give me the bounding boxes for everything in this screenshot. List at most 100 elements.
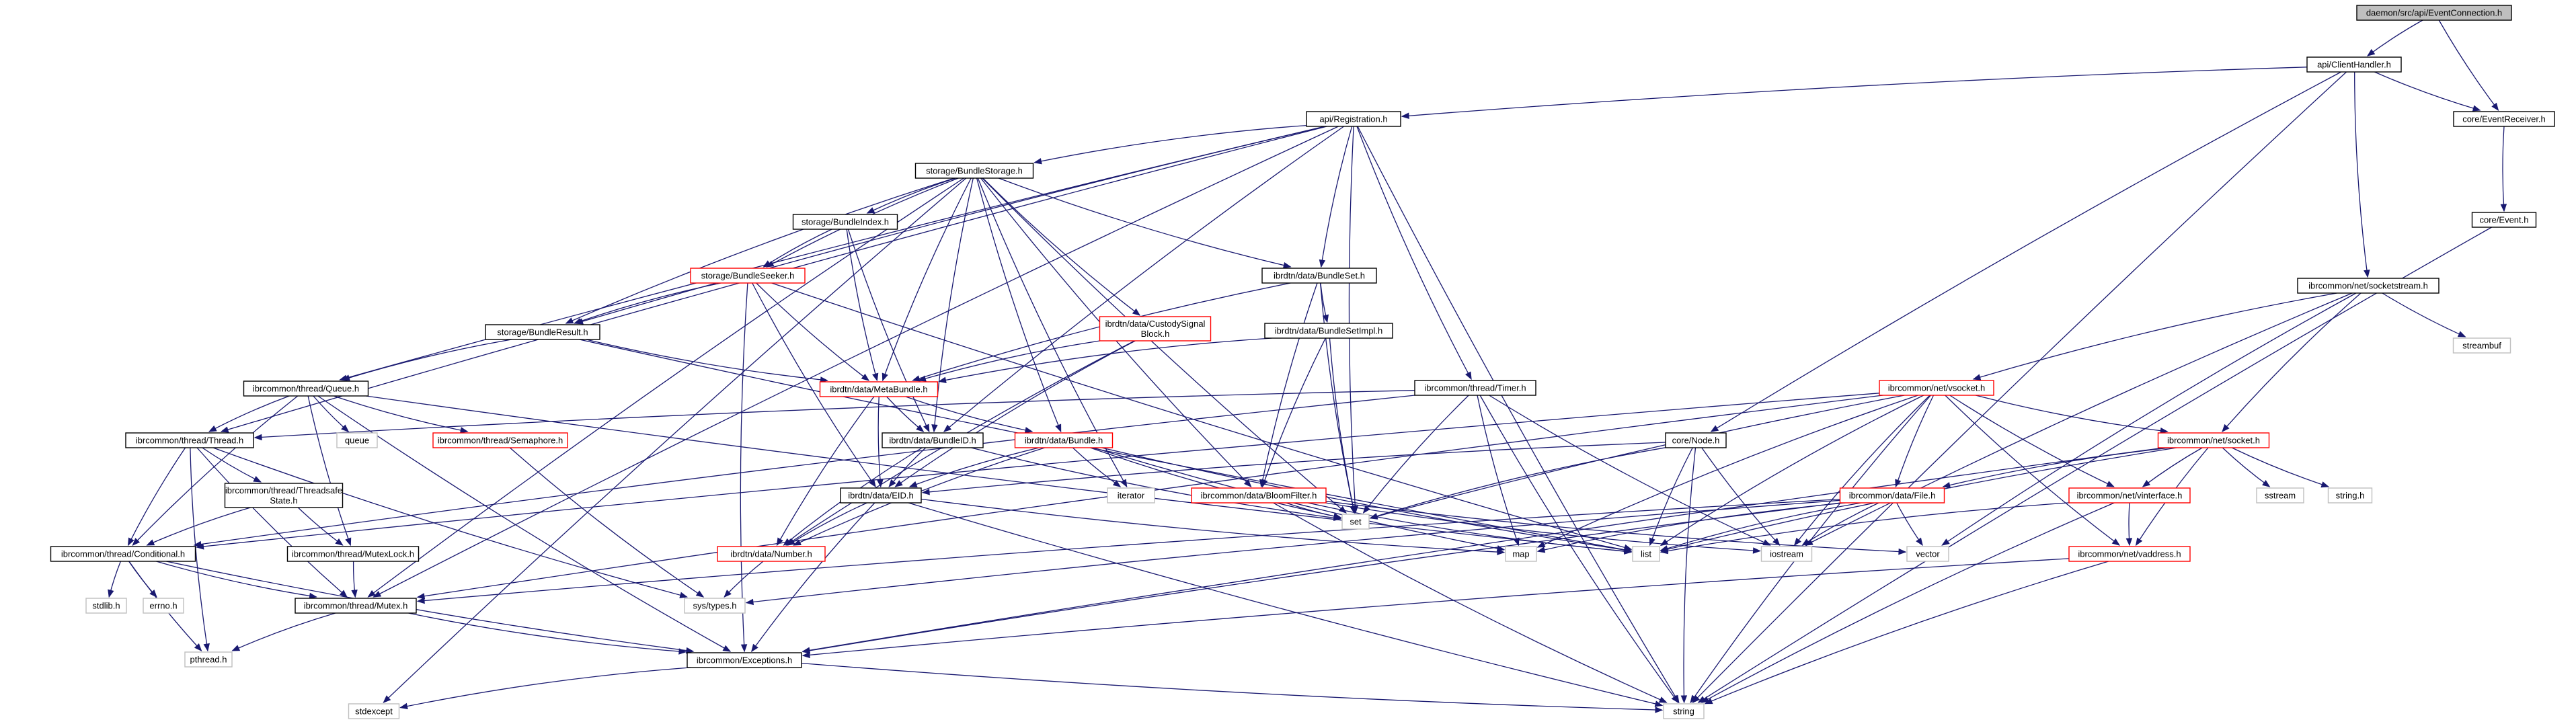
node-label: core/Event.h: [2480, 215, 2529, 225]
node-ibrcommon-net-vaddress-h[interactable]: ibrcommon/net/vaddress.h: [2068, 546, 2191, 562]
node-ibrcommon-net-socketstream-h[interactable]: ibrcommon/net/socketstream.h: [2297, 278, 2440, 294]
node-label: ibrdtn/data/EID.h: [848, 491, 914, 501]
node-ibrcommon-thread-timer-h[interactable]: ibrcommon/thread/Timer.h: [1414, 380, 1536, 396]
node-label: ibrcommon/net/vsocket.h: [1888, 383, 1986, 393]
node-api-clienthandler-h[interactable]: api/ClientHandler.h: [2306, 56, 2402, 73]
node-sstream: sstream: [2256, 487, 2304, 504]
edge-vsocket-to-conditional: [196, 393, 1880, 550]
edge-registration-to-timer: [1356, 126, 1472, 380]
node-box: [819, 381, 939, 397]
edge-bseeker-to-eid: [752, 282, 876, 488]
node-box: [224, 483, 344, 508]
node-streambuf: streambuf: [2452, 337, 2511, 354]
node-ibrcommon-thread-queue-h[interactable]: ibrcommon/thread/Queue.h: [243, 380, 369, 397]
node-box: [1264, 323, 1393, 339]
edge-timer-to-thread: [253, 390, 1415, 441]
edge-timer-to-conditional: [193, 395, 1415, 548]
node-ibrcommon-thread-mutex-h[interactable]: ibrcommon/thread/Mutex.h: [295, 598, 417, 614]
node-api-registration-h[interactable]: api/Registration.h: [1306, 111, 1401, 127]
node-ibrcommon-net-vinterface-h[interactable]: ibrcommon/net/vinterface.h: [2068, 487, 2191, 504]
node-box: [1107, 487, 1155, 504]
edge-registration-to-mutex: [373, 126, 1339, 598]
edge-registration-to-bundleid: [943, 126, 1344, 432]
edge-vsocket-to-set: [1369, 395, 1905, 520]
node-storage-bundleindex-h[interactable]: storage/BundleIndex.h: [792, 214, 898, 230]
node-label: ibrcommon/thread/Queue.h: [253, 384, 359, 394]
edge-bsetimpl-to-set: [1329, 337, 1356, 514]
node-label: api/Registration.h: [1319, 114, 1387, 124]
edge-thread-to-conditional: [127, 447, 186, 547]
node-errno-h: errno.h: [143, 598, 184, 614]
edge-vaddress-to-string: [1704, 561, 2109, 705]
node-ibrcommon-thread-mutexlock-h[interactable]: ibrcommon/thread/MutexLock.h: [286, 546, 420, 562]
node-daemon-src-api-eventconnection-h[interactable]: daemon/src/api/EventConnection.h: [2356, 5, 2512, 21]
node-ibrdtn-data-number-h[interactable]: ibrdtn/data/Number.h: [717, 546, 826, 562]
node-box: [792, 214, 898, 230]
edge-vsocket-to-vinterface: [1949, 395, 2115, 487]
edge-sockstream-to-iostream: [1805, 292, 2353, 546]
edge-vaddress-to-exceptions: [802, 558, 2070, 659]
node-label: ibrcommon/net/socketstream.h: [2308, 281, 2428, 291]
node-label: iostream: [1770, 549, 1803, 559]
node-ibrcommon-net-vsocket-h[interactable]: ibrcommon/net/vsocket.h: [1879, 380, 1994, 396]
edge-root-to-eventrecv: [2438, 19, 2499, 112]
node-ibrcommon-net-socket-h[interactable]: ibrcommon/net/socket.h: [2157, 432, 2270, 448]
node-ibrdtn-data-bundleset-h[interactable]: ibrdtn/data/BundleSet.h: [1261, 268, 1377, 284]
node-ibrdtn-data-bundlesetimpl-h[interactable]: ibrdtn/data/BundleSetImpl.h: [1264, 323, 1393, 339]
node-core-event-h[interactable]: core/Event.h: [2471, 212, 2537, 228]
node-storage-bundleresult-h[interactable]: storage/BundleResult.h: [485, 324, 600, 340]
node-box: [348, 703, 400, 719]
node-storage-bundleseeker-h[interactable]: storage/BundleSeeker.h: [690, 268, 806, 284]
edge-node-to-eid: [921, 442, 1666, 495]
node-box: [1505, 546, 1537, 562]
node-label: list: [1641, 549, 1651, 559]
node-ibrdtn-data-eid-h[interactable]: ibrdtn/data/EID.h: [840, 487, 922, 504]
edge-vsocket-to-iostream: [1793, 395, 1930, 547]
node-ibrdtn-data-bundle-h[interactable]: ibrdtn/data/Bundle.h: [1014, 432, 1114, 448]
node-box: [2356, 5, 2512, 21]
node-ibrcommon-thread-semaphore-h[interactable]: ibrcommon/thread/Semaphore.h: [432, 432, 568, 448]
edge-vsocket-to-string: [1690, 395, 1931, 704]
edge-conditional-to-exceptions: [166, 561, 695, 654]
node-box: [1414, 380, 1536, 396]
node-box: [485, 324, 600, 340]
edge-thread-to-tsstate: [202, 447, 262, 483]
edge-tsstate-to-conditional: [146, 507, 251, 546]
node-core-eventreceiver-h[interactable]: core/EventReceiver.h: [2453, 111, 2555, 127]
node-ibrcommon-exceptions-h[interactable]: ibrcommon/Exceptions.h: [687, 652, 802, 668]
edge-custody-to-eid: [894, 340, 1136, 487]
node-box: [2297, 278, 2440, 294]
nodes-layer: daemon/src/api/EventConnection.h api/Clie…: [50, 5, 2555, 719]
node-ibrcommon-thread-conditional-h[interactable]: ibrcommon/thread/Conditional.h: [50, 546, 196, 562]
edge-queue-to-mutexlock: [307, 395, 352, 547]
edge-queue-to-thread: [208, 395, 290, 432]
edge-event-to-string: [1697, 227, 2492, 703]
edge-bsetimpl-to-metabundle: [938, 337, 1272, 384]
node-ibrcommon-data-file-h[interactable]: ibrcommon/data/File.h: [1839, 487, 1945, 504]
edge-bloom-to-iostream: [1325, 502, 1761, 554]
node-box: [1014, 432, 1114, 448]
node-box: [85, 598, 127, 614]
edge-semaphore-to-systypes: [509, 447, 705, 598]
node-storage-bundlestorage-h[interactable]: storage/BundleStorage.h: [914, 163, 1034, 179]
node-box: [2256, 487, 2304, 504]
edge-bseeker-to-exceptions: [740, 282, 748, 653]
edge-exceptions-to-stdexcept: [399, 667, 691, 710]
node-ibrcommon-thread-thread-h[interactable]: ibrcommon/thread/Thread.h: [125, 432, 254, 448]
edge-conditional-to-mutex: [156, 561, 317, 600]
edge-bindex-to-bundleid: [847, 229, 930, 433]
edge-vinterface-to-string: [1701, 502, 2115, 703]
node-core-node-h[interactable]: core/Node.h: [1665, 432, 1727, 448]
edge-bresult-to-metabundle: [586, 339, 828, 383]
edge-sockstream-to-vector: [1941, 292, 2357, 546]
node-box: [2157, 432, 2270, 448]
node-label: set: [1350, 517, 1362, 527]
node-label: Block.h: [1141, 329, 1170, 339]
node-ibrdtn-data-bundleid-h[interactable]: ibrdtn/data/BundleID.h: [882, 432, 984, 448]
node-ibrcommon-data-bloomfilter-h[interactable]: ibrcommon/data/BloomFilter.h: [1191, 487, 1327, 504]
node-label: storage/BundleSeeker.h: [701, 271, 795, 281]
node-ibrdtn-data-metabundle-h[interactable]: ibrdtn/data/MetaBundle.h: [819, 381, 939, 397]
